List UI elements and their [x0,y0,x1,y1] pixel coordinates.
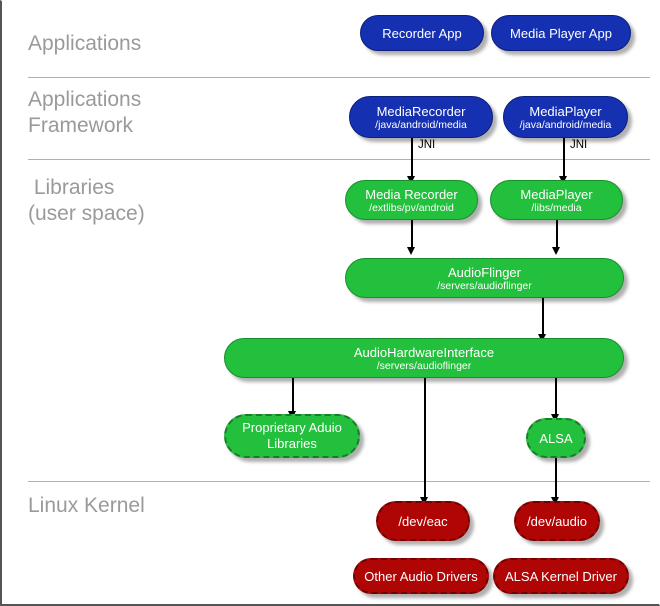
node-other-audio-drivers[interactable]: Other Audio Drivers [353,558,489,594]
node-title: /dev/audio [527,513,587,529]
node-mediaplayer-framework[interactable]: MediaPlayer /java/android/media [503,96,628,138]
node-media-player-app[interactable]: Media Player App [491,15,631,51]
divider-applications [28,77,650,78]
node-title: AudioFlinger [448,264,521,280]
node-dev-eac[interactable]: /dev/eac [376,501,470,541]
node-title: MediaRecorder [376,103,466,119]
layer-label-libraries: Libraries (user space) [28,176,145,225]
node-title: ALSA Kernel Driver [505,568,617,584]
node-title: AudioHardwareInterface [353,344,495,360]
connector-mediarecorder-jni [411,138,413,180]
node-subtitle: /java/android/media [375,118,467,131]
node-dev-audio[interactable]: /dev/audio [514,501,600,541]
node-title: Recorder App [382,25,462,41]
divider-framework [28,159,650,160]
node-title: MediaPlayer [520,186,593,202]
connector-mediaplayer-jni [563,138,565,180]
node-recorder-app[interactable]: Recorder App [360,15,484,51]
node-subtitle: /libs/media [531,201,582,214]
layer-label-linux-kernel: Linux Kernel [28,494,145,517]
connector-mediarecorderlib-audioflinger [411,220,413,250]
divider-kernel [28,481,650,482]
node-subtitle: /extlibs/pv/android [369,201,454,214]
connector-mediaplayerlib-audioflinger [556,220,558,250]
jni-label-left: JNI [418,139,436,151]
node-alsa[interactable]: ALSA [526,418,586,458]
connector-ahi-proprietary-libs [292,378,294,414]
connector-audioflinger-audiohardwareinterface [542,298,544,338]
node-title: MediaPlayer [529,103,602,119]
node-mediarecorder-framework[interactable]: MediaRecorder /java/android/media [349,96,493,138]
node-media-player-lib[interactable]: MediaPlayer /libs/media [490,180,623,220]
layer-label-applications-framework: Applications Framework [28,88,142,137]
node-audioflinger[interactable]: AudioFlinger /servers/audioflinger [345,258,624,298]
node-title: Other Audio Drivers [364,568,478,584]
node-title: ALSA [539,430,573,446]
node-title: Media Player App [510,25,612,41]
arrowhead-mediaplayerlib-audioflinger [552,247,560,255]
jni-label-right: JNI [570,139,588,151]
node-subtitle: /servers/audioflinger [437,279,532,292]
node-title: /dev/eac [398,513,448,529]
node-subtitle: /java/android/media [519,118,612,131]
layer-label-applications: Applications [28,32,142,55]
arrowhead-mediarecorderlib-audioflinger [407,247,415,255]
node-title: Proprietary Aduio Libraries [242,420,342,451]
connector-alsa-dev-audio [555,458,557,500]
node-media-recorder-lib[interactable]: Media Recorder /extlibs/pv/android [345,180,478,220]
node-title: Media Recorder [365,186,458,202]
node-audiohardwareinterface[interactable]: AudioHardwareInterface /servers/audiofli… [224,338,624,378]
node-proprietary-audio-libraries[interactable]: Proprietary Aduio Libraries [224,414,360,458]
node-subtitle: /servers/audioflinger [376,359,472,372]
node-alsa-kernel-driver[interactable]: ALSA Kernel Driver [493,558,629,594]
connector-ahi-alsa [555,378,557,418]
connector-ahi-dev-eac [424,378,426,500]
